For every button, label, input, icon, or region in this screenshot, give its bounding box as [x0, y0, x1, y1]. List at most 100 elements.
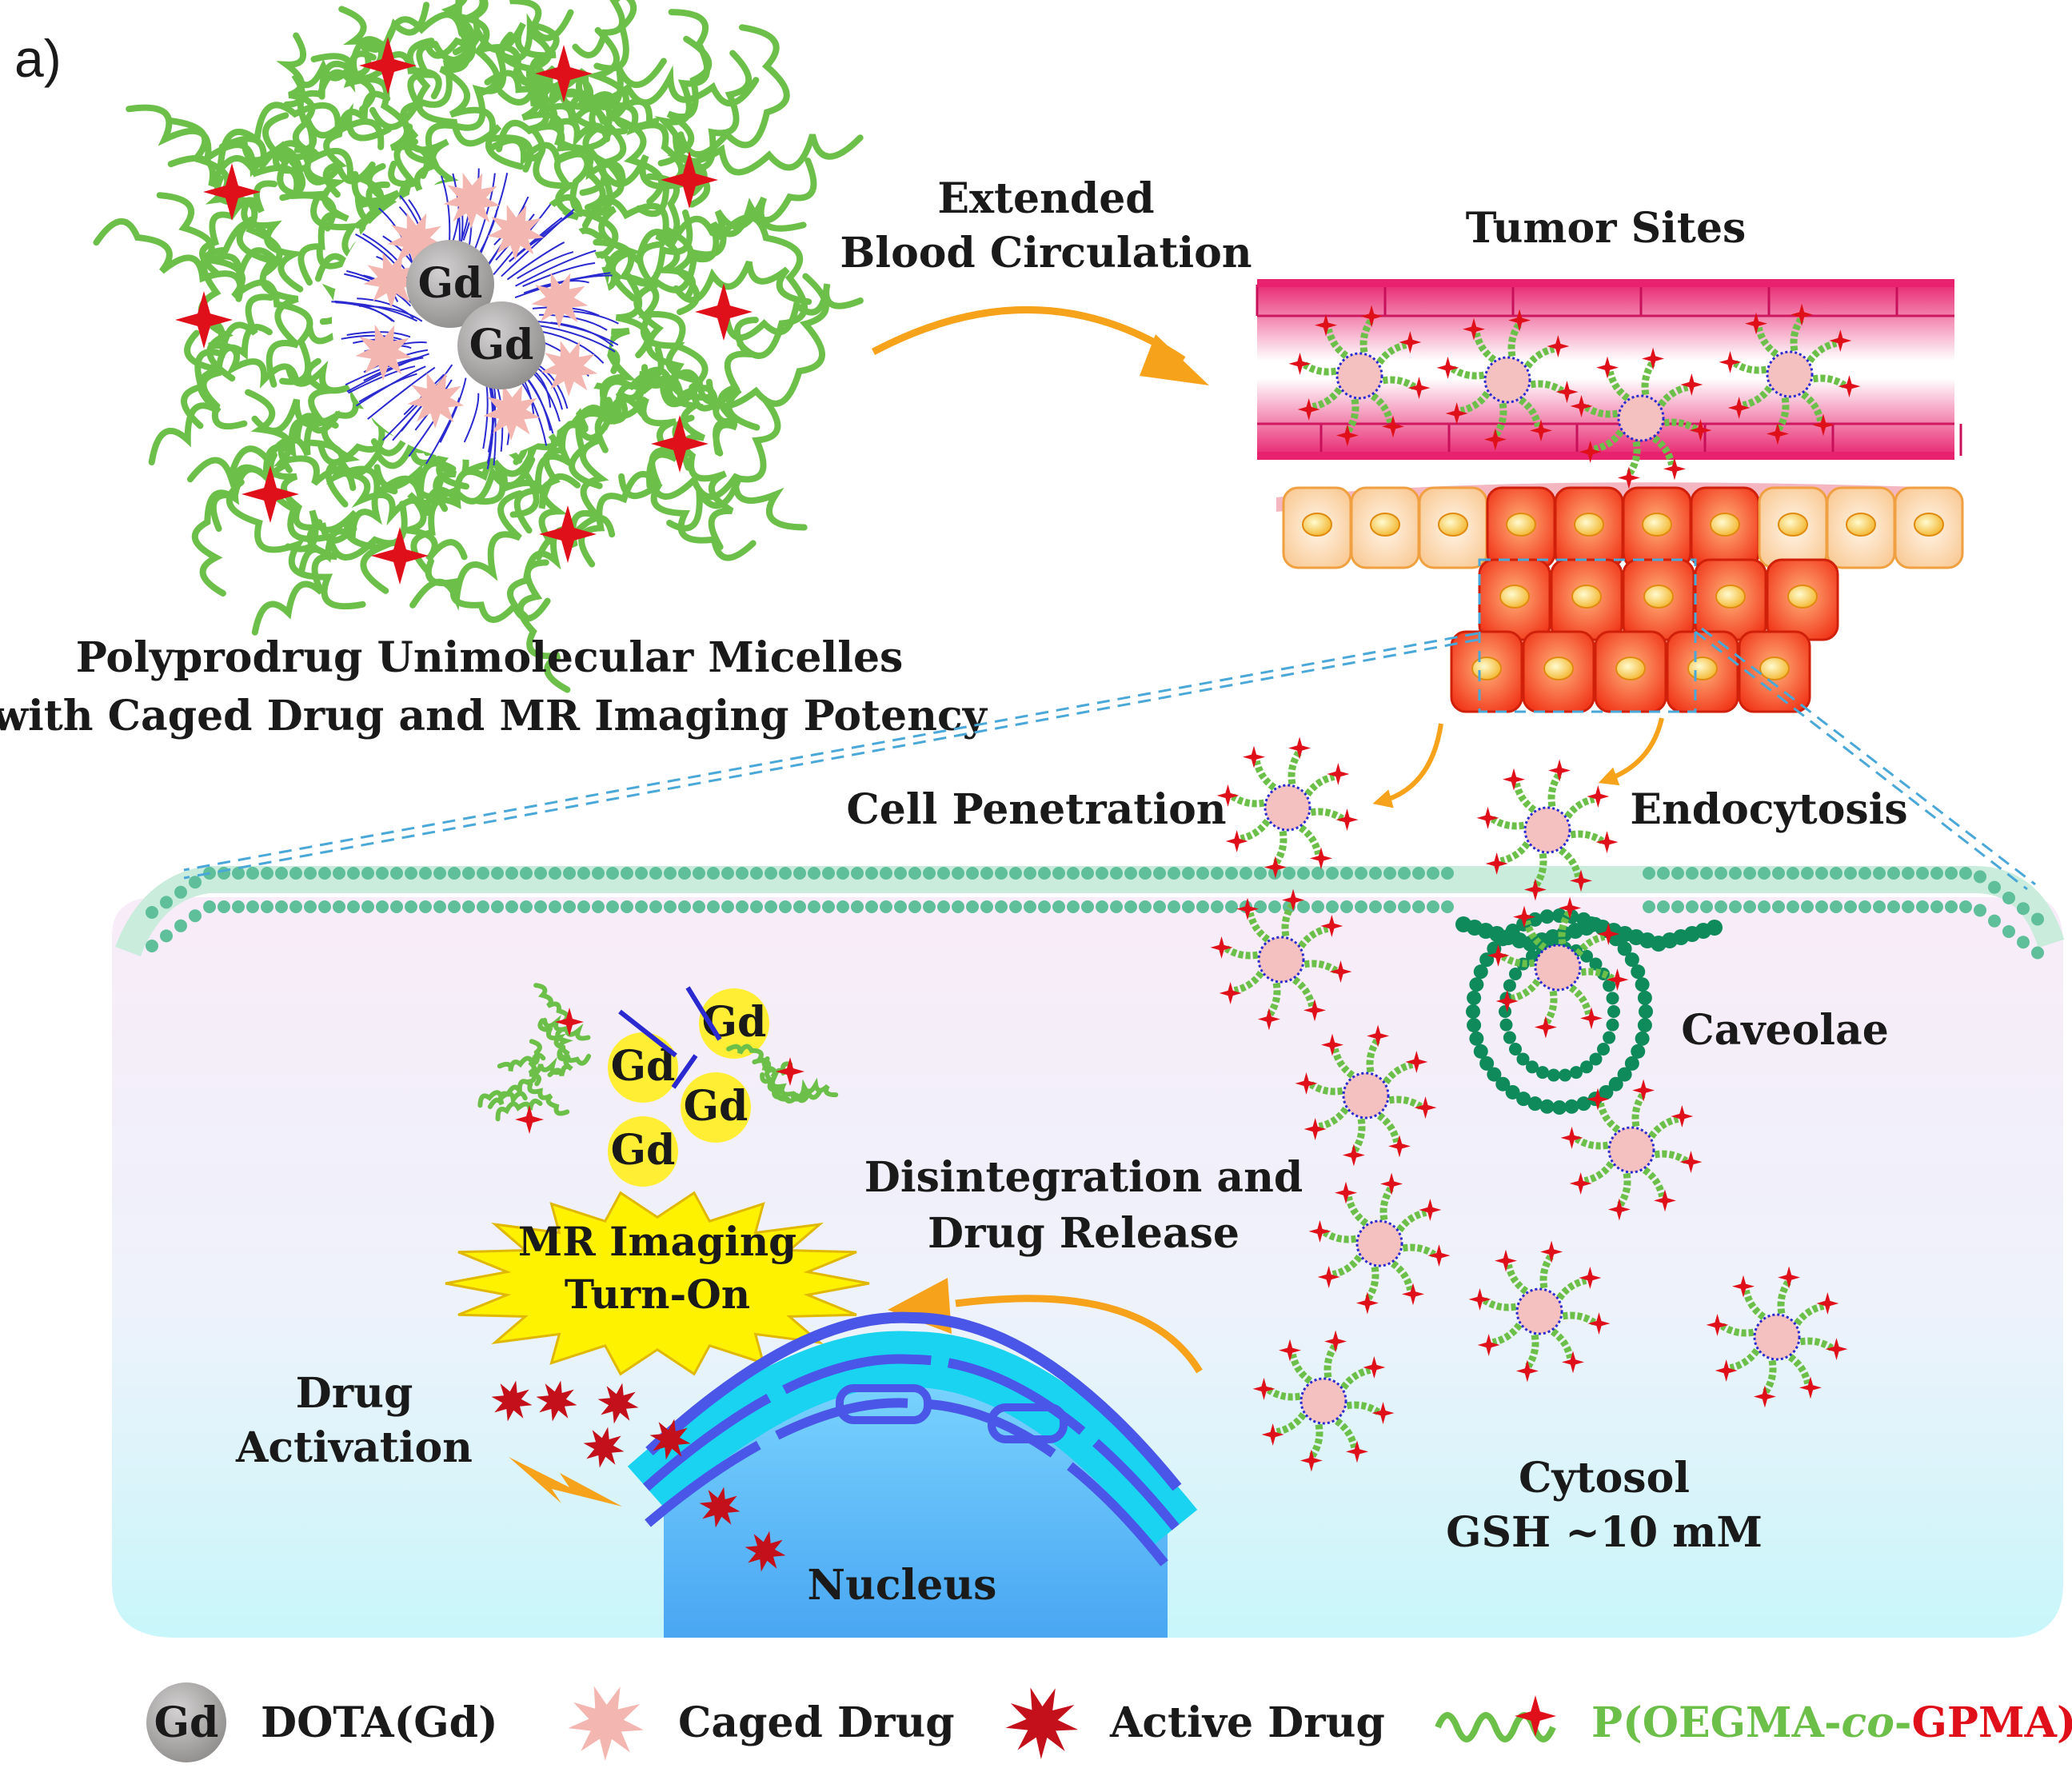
legend-gd-icon: Gd	[146, 1682, 226, 1762]
small-micelle	[1487, 896, 1629, 1039]
red-star-icon	[651, 415, 709, 473]
normal-cell	[1282, 486, 1352, 569]
legend: Gd DOTA(Gd) Caged Drug Active Drug P(OEG…	[146, 1682, 2072, 1762]
red-star-icon	[1679, 1151, 1703, 1174]
endocytosis-label: Endocytosis	[1630, 785, 1907, 834]
red-star-icon	[515, 1105, 544, 1134]
release-arrow	[955, 1295, 1203, 1374]
red-star-icon	[1463, 317, 1486, 341]
red-star-icon	[1419, 1199, 1442, 1222]
penetration-arrow	[1372, 723, 1443, 808]
active-drug-icon	[491, 1380, 533, 1422]
red-star-icon	[1485, 852, 1508, 875]
cytosol-label-line2: GSH ~10 mM	[1446, 1508, 1763, 1557]
tumor-cell	[1554, 486, 1624, 569]
red-star-icon	[1329, 960, 1352, 984]
red-star-icon	[203, 163, 261, 221]
tumor-cell	[1766, 558, 1839, 641]
red-star-icon	[1811, 413, 1834, 437]
caveolae-vesicle	[1455, 908, 1723, 1115]
red-star-icon	[1706, 1313, 1729, 1336]
red-star-icon	[1257, 1008, 1280, 1031]
normal-cell	[1894, 486, 1964, 569]
red-star-icon	[1381, 415, 1404, 438]
red-star-icon	[1355, 1291, 1379, 1315]
red-star-icon	[1559, 896, 1582, 920]
red-star-icon	[1540, 1240, 1563, 1263]
normal-cell	[1350, 486, 1420, 569]
tumor-cell	[1694, 558, 1767, 641]
normal-cell	[1418, 486, 1488, 569]
red-star-icon	[1279, 1339, 1302, 1362]
red-star-icon	[1515, 1359, 1539, 1383]
activation-arrow	[509, 1457, 622, 1507]
caged-drug-icon	[568, 1686, 644, 1761]
red-star-icon	[1360, 305, 1383, 328]
red-star-icon	[1387, 1135, 1411, 1158]
tumor-cell	[1666, 630, 1739, 713]
tumor-cell	[1622, 486, 1692, 569]
unimolecular-micelle: Gd Gd	[93, 0, 864, 693]
tumor-sites-label: Tumor Sites	[1466, 204, 1747, 253]
red-star-icon	[1570, 394, 1593, 417]
red-star-icon	[1210, 936, 1233, 959]
cell-penetration-label: Cell Penetration	[846, 785, 1226, 834]
small-micelle	[1288, 305, 1431, 447]
ligand-arm	[671, 1054, 698, 1089]
red-star-icon	[1778, 1266, 1801, 1289]
red-star-icon	[1799, 1376, 1822, 1399]
red-star-icon	[1468, 1287, 1491, 1311]
red-star-icon	[1569, 869, 1592, 892]
red-star-icon	[1579, 440, 1602, 463]
red-star-icon	[1579, 1007, 1603, 1030]
gd-sphere-icon: Gd	[608, 1116, 678, 1187]
red-star-icon	[1829, 329, 1852, 353]
small-micelle	[1706, 1266, 1848, 1408]
red-star-icon	[1680, 373, 1703, 397]
small-micelle	[1210, 888, 1352, 1031]
caged-drug-icon	[541, 340, 598, 397]
red-star-icon	[1513, 905, 1536, 928]
svg-text:Gd: Gd	[611, 1042, 676, 1091]
circulation-arrow	[871, 305, 1186, 363]
ligand-arm	[685, 986, 722, 1041]
red-star-icon	[1579, 1267, 1602, 1290]
micelle-title-line1: Polyprodrug Unimolecular Micelles	[76, 633, 904, 682]
small-micelle	[1252, 1330, 1395, 1472]
red-star-icons	[175, 37, 753, 585]
red-star-icon	[1414, 1096, 1437, 1119]
drug-activation-label-line1: Drug	[296, 1369, 413, 1418]
gd-sphere-icon: Gd	[457, 301, 545, 389]
svg-text:Gd: Gd	[702, 998, 767, 1047]
tumor-cell	[1522, 630, 1595, 713]
small-micelle	[1719, 303, 1861, 445]
red-star-icon	[776, 1057, 804, 1086]
active-drug-icon	[649, 1419, 691, 1460]
caged-drug-cluster	[355, 172, 598, 441]
red-star-icon	[1299, 1449, 1323, 1472]
red-star-icon	[1642, 347, 1665, 370]
tumor-cell	[1738, 630, 1811, 713]
active-drug-icon	[536, 1380, 577, 1422]
svg-text:Gd: Gd	[469, 321, 534, 369]
red-star-icon	[1483, 428, 1507, 451]
disintegration-label-line1: Disintegration and	[864, 1153, 1303, 1202]
small-micelles	[1210, 303, 1861, 1472]
red-star-icon	[1569, 1171, 1592, 1195]
legend-active-label: Active Drug	[1109, 1698, 1385, 1747]
red-star-icon	[1529, 419, 1552, 442]
nucleus: Nucleus	[627, 1311, 1198, 1638]
red-star-icon	[1303, 1117, 1327, 1140]
red-star-icon	[1308, 1219, 1331, 1243]
red-star-icon	[1477, 1333, 1500, 1356]
red-star-icon	[1407, 377, 1431, 400]
svg-text:Gd: Gd	[684, 1082, 749, 1131]
active-drug-icon	[1005, 1687, 1079, 1759]
drug-activation-label-line2: Activation	[235, 1423, 473, 1472]
red-star-icon	[1727, 396, 1751, 419]
red-star-icon	[1380, 1172, 1403, 1195]
tumor-cell	[1486, 486, 1556, 569]
red-star-icon	[1216, 784, 1240, 807]
tumor-cell	[1594, 630, 1667, 713]
svg-text:Gd: Gd	[154, 1698, 219, 1747]
